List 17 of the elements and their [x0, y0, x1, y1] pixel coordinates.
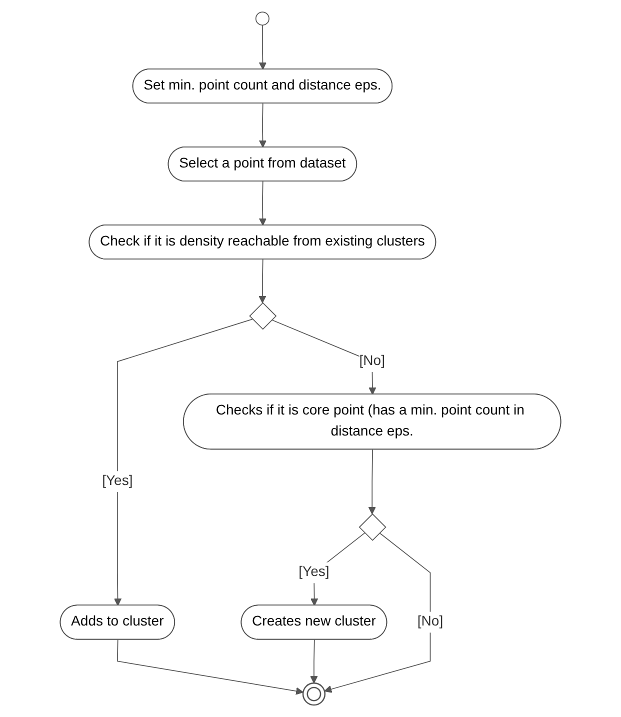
node-diamond [358, 513, 386, 541]
arrow [258, 259, 266, 304]
edge-label: [Yes] [102, 474, 133, 489]
arrow [116, 639, 304, 695]
node-diamond [249, 302, 277, 330]
node-circle [255, 12, 270, 26]
arrow [114, 318, 253, 606]
arrow [324, 532, 431, 693]
arrow [310, 639, 318, 684]
arrow [258, 24, 267, 70]
arrow [258, 181, 267, 226]
edge-label: [No] [359, 354, 385, 369]
arrow [368, 449, 376, 514]
edge-label: [No] [417, 614, 444, 630]
edge-label: [Yes] [298, 564, 330, 580]
arrow [258, 103, 267, 148]
node-circle [302, 682, 326, 706]
